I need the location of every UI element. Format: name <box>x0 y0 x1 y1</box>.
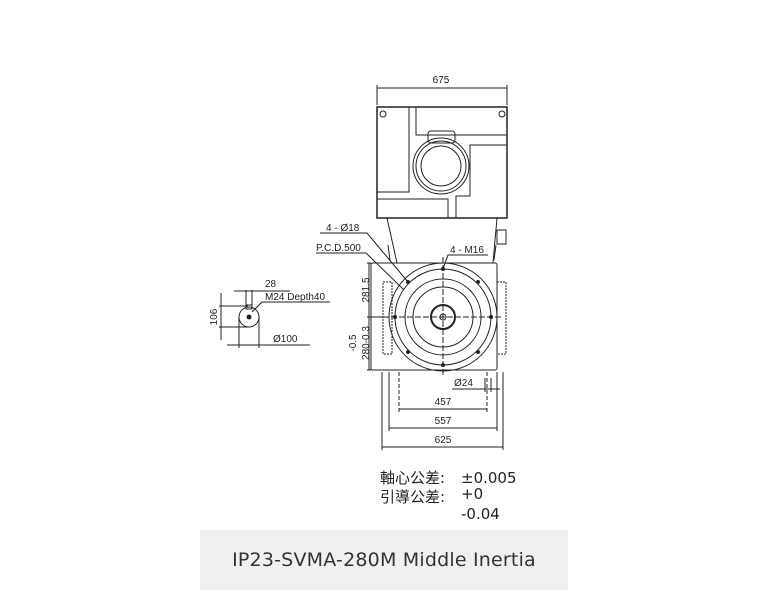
label-taps: 4 - M16 <box>450 245 484 256</box>
dim-557: 557 <box>435 416 452 427</box>
dim-280: 280-0.3 <box>361 326 372 360</box>
dim-foot-hole: Ø24 <box>454 378 473 389</box>
top-housing: 675 <box>376 75 508 219</box>
dim-106: 106 <box>209 308 220 325</box>
dim-28: 28 <box>265 279 277 290</box>
adapter-body <box>377 217 507 264</box>
shaft-end-view: 28 M24 Depth40 106 Ø100 <box>209 279 330 348</box>
front-flange-view: 281.5 -0.5 280-0.3 4 - Ø18 P.C.D.500 4 -… <box>316 223 507 377</box>
dim-457: 457 <box>435 397 452 408</box>
dim-675: 675 <box>433 75 450 86</box>
foot-dimensions: Ø24 457 557 625 <box>381 372 504 450</box>
dim-shaft-dia: Ø100 <box>273 334 298 345</box>
label-pcd: P.C.D.500 <box>316 243 361 254</box>
dim-625: 625 <box>435 435 452 446</box>
axis-tolerance-label: 軸心公差: <box>380 469 445 487</box>
guide-tolerance-upper: +0 <box>461 485 483 503</box>
dim-tol-minus: -0.5 <box>348 334 359 352</box>
label-holes: 4 - Ø18 <box>326 223 360 234</box>
guide-tolerance-label: 引導公差: <box>380 488 445 506</box>
tolerance-notes: 軸心公差: ±0.005 引導公差: +0 -0.04 <box>380 469 517 523</box>
caption: IP23-SVMA-280M Middle Inertia <box>232 549 536 571</box>
label-thread: M24 Depth40 <box>265 292 325 303</box>
caption-bar: IP23-SVMA-280M Middle Inertia <box>200 530 568 590</box>
axis-tolerance-value: ±0.005 <box>461 469 517 487</box>
dim-281-5: 281.5 <box>361 277 372 302</box>
guide-tolerance-lower: -0.04 <box>461 505 500 523</box>
